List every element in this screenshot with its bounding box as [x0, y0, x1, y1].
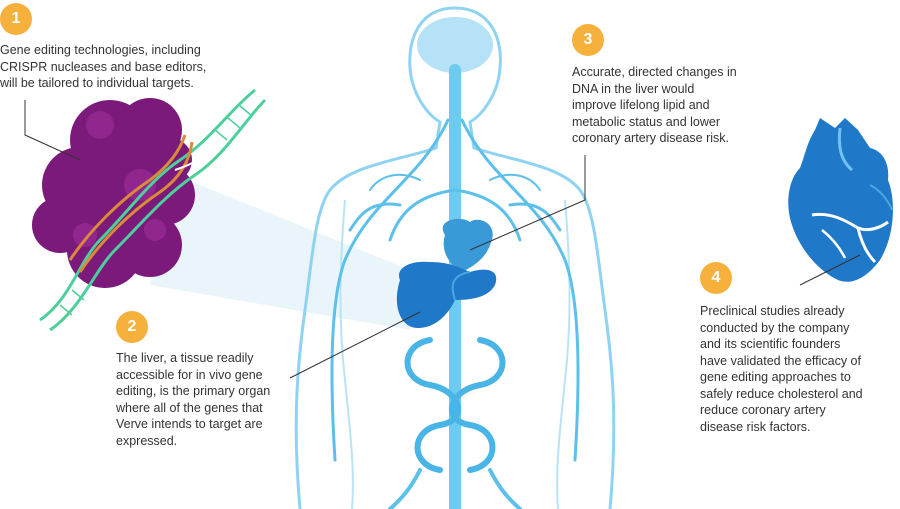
leader-lines — [24, 100, 861, 379]
liver-icon — [396, 261, 497, 328]
brain-icon — [417, 17, 493, 73]
human-body-icon — [294, 6, 616, 509]
callout-badge-2: 2 — [116, 311, 148, 343]
heart-icon — [788, 118, 893, 282]
callout-text-4: Preclinical studies already conducted by… — [700, 304, 863, 434]
callout-badge-4: 4 — [700, 262, 732, 294]
callout-badge-1: 1 — [0, 3, 32, 35]
body-heart-icon — [442, 218, 493, 272]
callout-text-1: Gene editing technologies, including CRI… — [0, 43, 207, 90]
blood-vessels — [330, 64, 580, 509]
magnification-beam — [150, 175, 410, 330]
callout-text-3: Accurate, directed changes in DNA in the… — [572, 65, 737, 145]
crispr-protein-dna-icon — [32, 88, 267, 332]
callout-text-2: The liver, a tissue readily accessible f… — [116, 351, 271, 448]
callout-badge-3: 3 — [572, 24, 604, 56]
